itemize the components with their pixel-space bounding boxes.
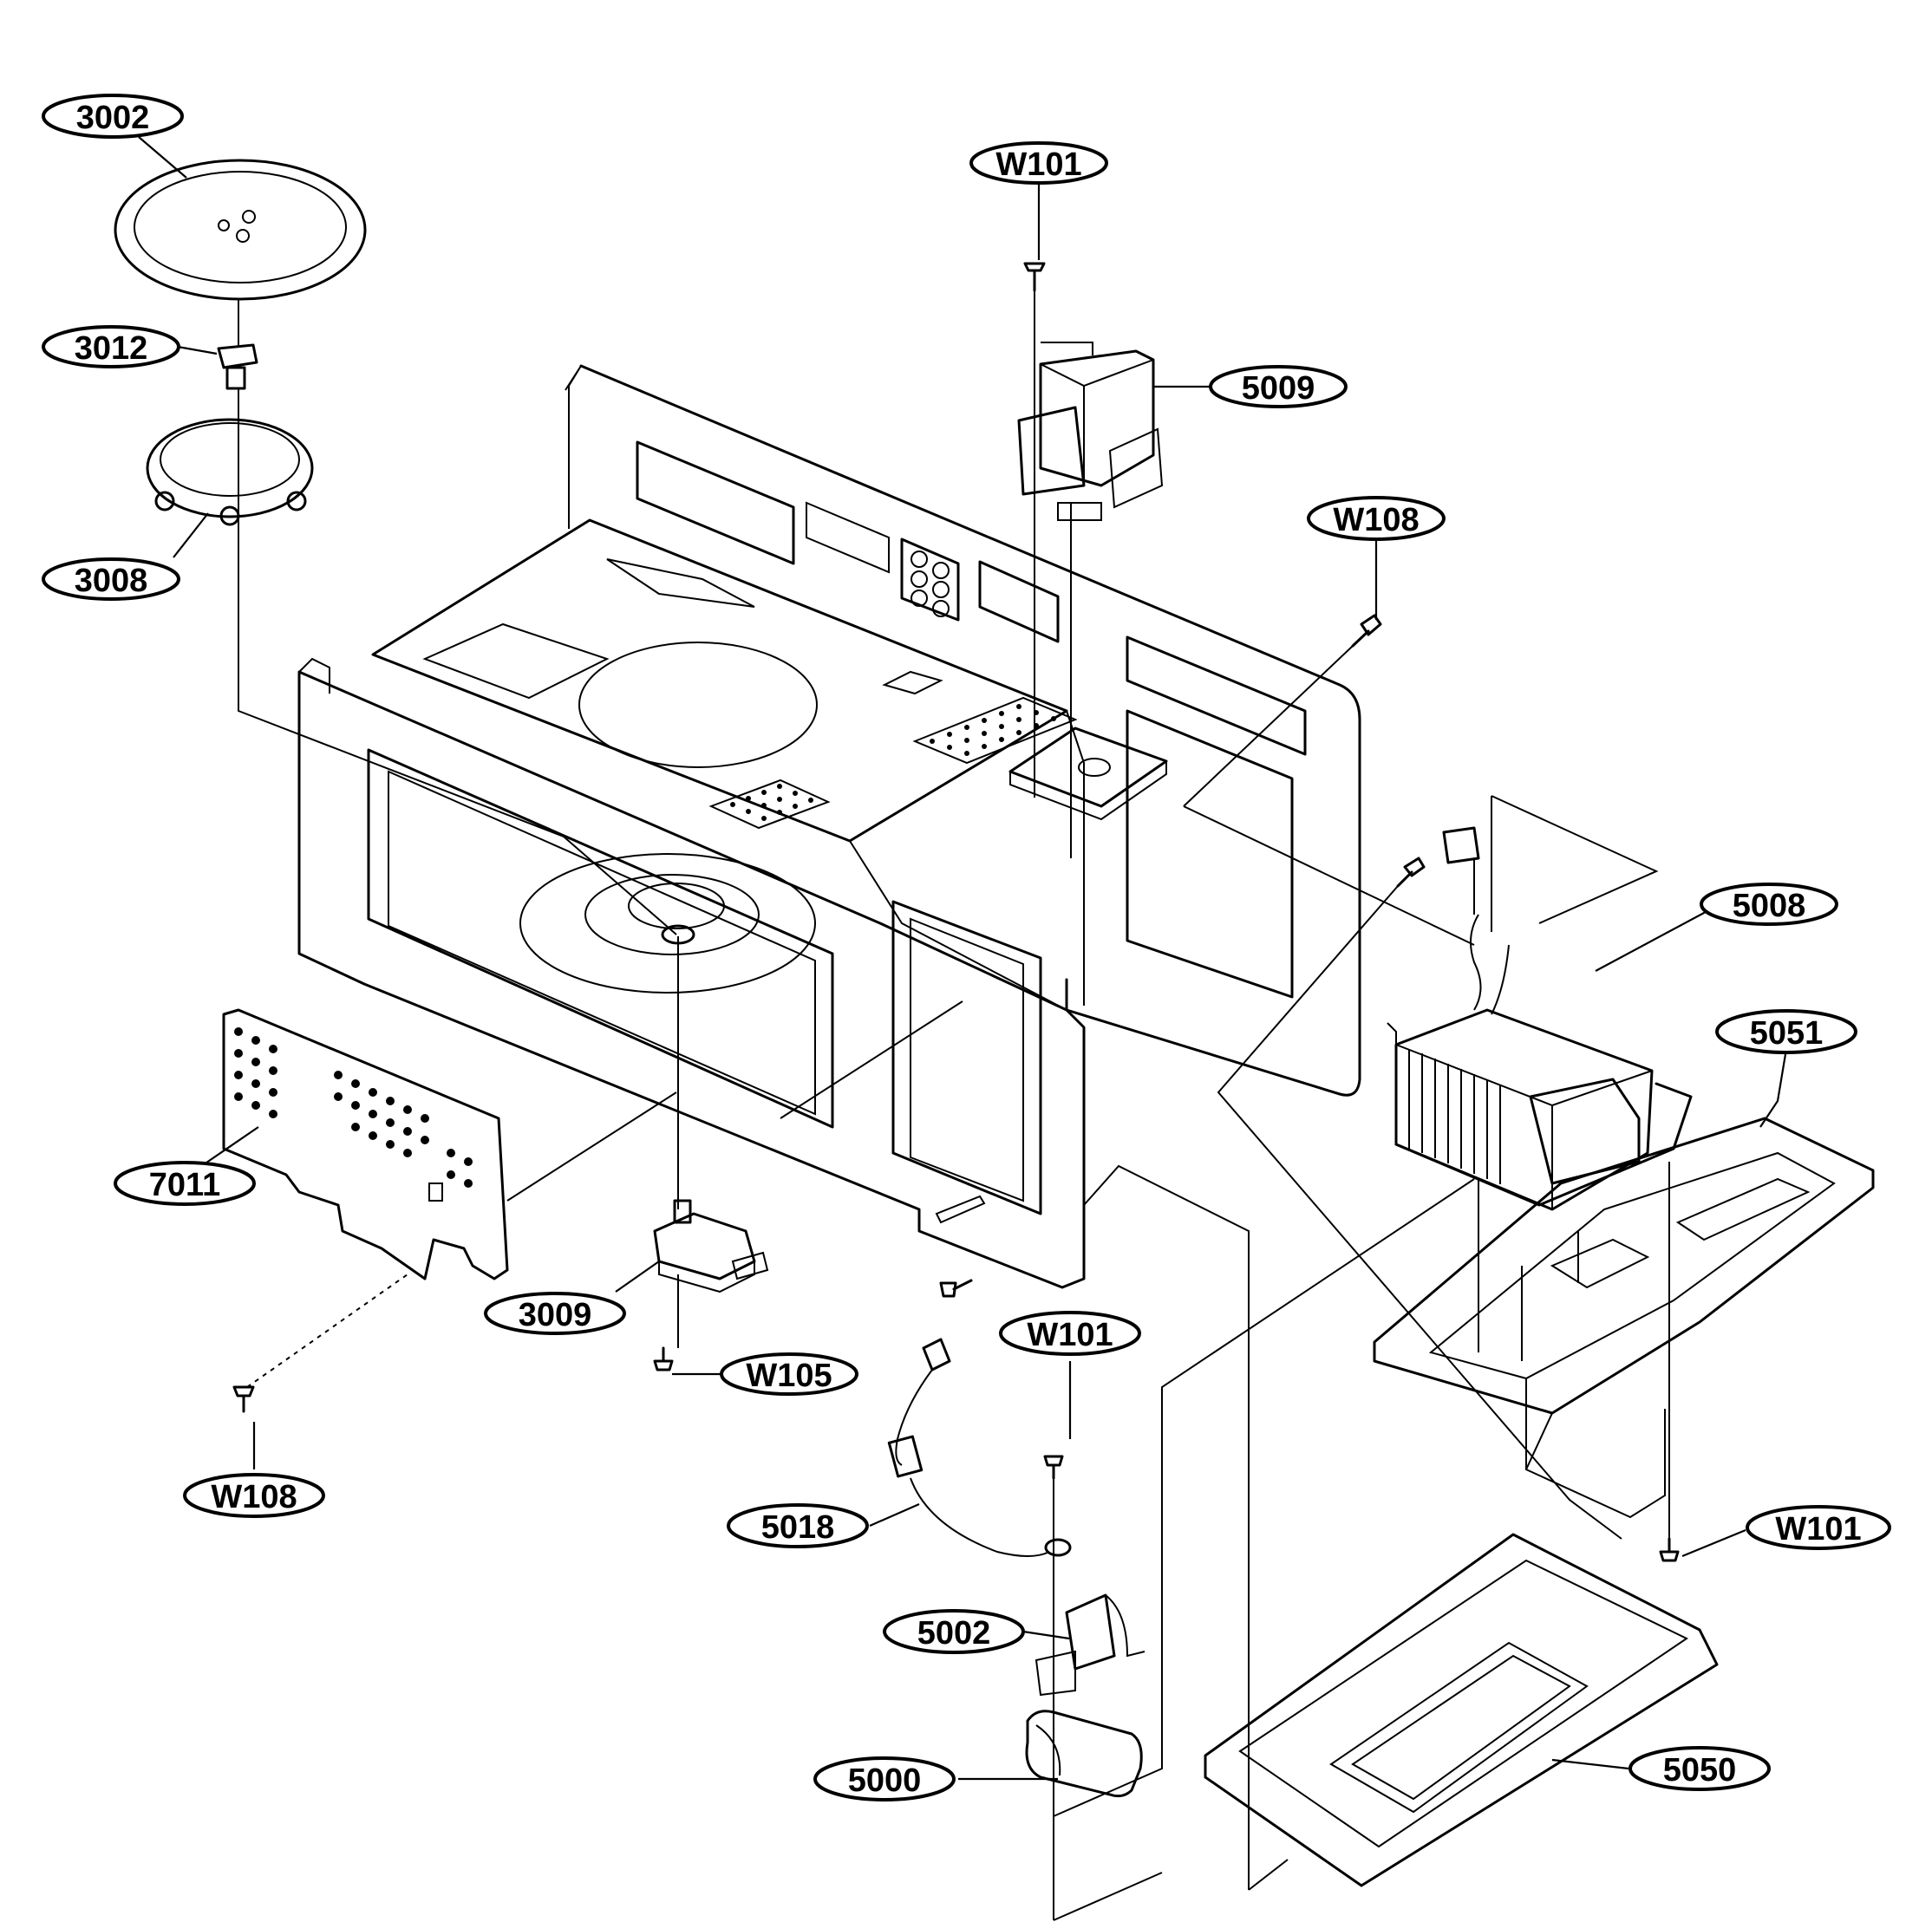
label-w108-left: W108 xyxy=(183,1473,325,1518)
label-w108-right: W108 xyxy=(1307,496,1446,541)
label-5000: 5000 xyxy=(813,1756,956,1801)
label-w101-right: W101 xyxy=(1746,1505,1891,1550)
vent-cover-holes xyxy=(234,1027,473,1188)
svg-text:W108: W108 xyxy=(1333,502,1419,538)
svg-text:5050: 5050 xyxy=(1663,1752,1737,1788)
screw-w101-right xyxy=(1659,1537,1680,1562)
label-7011: 7011 xyxy=(114,1161,256,1206)
coupler-3012 xyxy=(217,343,258,390)
transformer-laminations xyxy=(1408,1049,1501,1184)
thermostat-5000 xyxy=(1025,1710,1143,1798)
turntable-motor-3009 xyxy=(653,1199,769,1293)
label-w101-mid: W101 xyxy=(999,1311,1141,1356)
svg-text:5009: 5009 xyxy=(1242,370,1315,407)
svg-text:5000: 5000 xyxy=(848,1762,922,1799)
vent-cover-7011 xyxy=(222,1008,509,1280)
svg-text:3002: 3002 xyxy=(76,100,150,136)
screw-chassis-front xyxy=(939,1279,973,1298)
transformer-5008 xyxy=(1387,826,1693,1211)
screw-w108-right xyxy=(1351,614,1382,648)
label-3008: 3008 xyxy=(42,557,180,601)
main-cavity-chassis xyxy=(297,364,1361,1289)
hv-capacitor-5009 xyxy=(1017,349,1164,521)
label-5009: 5009 xyxy=(1209,365,1348,408)
svg-text:5018: 5018 xyxy=(761,1509,835,1546)
screw-w108-left xyxy=(232,1385,255,1413)
label-5051: 5051 xyxy=(1715,1009,1857,1054)
label-5018: 5018 xyxy=(727,1503,869,1548)
harness-5018 xyxy=(887,1338,1072,1557)
label-w105: W105 xyxy=(720,1352,858,1396)
assembly-lines xyxy=(238,290,1670,1921)
svg-text:W101: W101 xyxy=(1775,1511,1861,1547)
label-3002: 3002 xyxy=(42,94,184,139)
svg-text:5008: 5008 xyxy=(1733,888,1806,924)
svg-text:3008: 3008 xyxy=(75,563,148,599)
svg-text:3012: 3012 xyxy=(75,330,148,367)
label-w101-top: W101 xyxy=(969,141,1108,185)
holder-5002 xyxy=(1035,1593,1145,1697)
svg-text:5051: 5051 xyxy=(1750,1015,1824,1052)
svg-text:W101: W101 xyxy=(995,147,1081,183)
leader-lines xyxy=(138,136,1788,1781)
glass-tray-3002 xyxy=(114,159,367,301)
floor-vent-holes xyxy=(730,784,813,821)
screw-mid xyxy=(1396,857,1426,888)
label-5002: 5002 xyxy=(883,1609,1025,1654)
label-3009: 3009 xyxy=(484,1292,626,1335)
base-plate-5050 xyxy=(1204,1533,1719,1887)
roller-ring-3008 xyxy=(146,418,314,526)
label-5050: 5050 xyxy=(1628,1746,1771,1791)
label-5008: 5008 xyxy=(1700,883,1838,926)
screw-w101-top xyxy=(1023,262,1046,292)
svg-text:W108: W108 xyxy=(211,1479,297,1515)
label-3012: 3012 xyxy=(42,325,180,368)
top-vent-holes xyxy=(930,704,1056,756)
screw-w101-mid xyxy=(1043,1455,1064,1480)
svg-text:3009: 3009 xyxy=(519,1297,592,1333)
svg-text:7011: 7011 xyxy=(149,1167,220,1203)
svg-text:W101: W101 xyxy=(1027,1317,1113,1353)
base-plate-5051 xyxy=(1373,1117,1875,1519)
svg-text:5002: 5002 xyxy=(917,1615,991,1652)
screw-w105 xyxy=(653,1346,674,1371)
svg-text:W105: W105 xyxy=(746,1358,832,1394)
